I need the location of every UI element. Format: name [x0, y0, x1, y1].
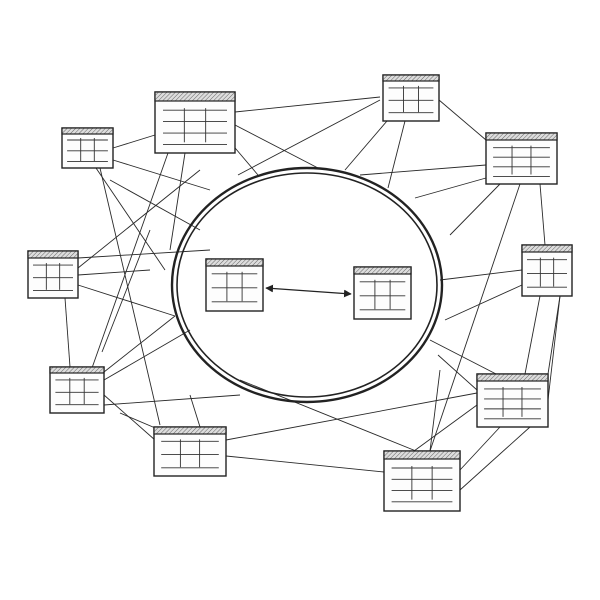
connection-line	[437, 354, 478, 391]
table-header	[49, 366, 105, 374]
connection-line	[413, 404, 478, 452]
connection-line	[225, 392, 478, 441]
table-t8[interactable]	[153, 426, 227, 477]
table-header	[382, 74, 440, 82]
connection-line	[77, 249, 211, 259]
connection-line	[359, 164, 487, 176]
connection-line	[547, 295, 561, 375]
connection-line	[169, 152, 186, 251]
boundary-ring	[170, 166, 444, 404]
table-t5[interactable]	[27, 250, 79, 299]
table-body	[383, 450, 461, 512]
connection-line	[344, 120, 388, 171]
connection-line	[234, 124, 319, 169]
connection-line	[112, 159, 211, 191]
connection-line	[414, 177, 487, 199]
table-t2[interactable]	[154, 91, 236, 154]
table-header	[154, 91, 236, 102]
table-body	[485, 132, 558, 185]
table-inner-b[interactable]	[353, 266, 412, 320]
connection-line	[429, 339, 499, 376]
connection-line	[103, 394, 241, 406]
table-header	[153, 426, 227, 435]
connection-line	[459, 426, 531, 491]
table-body	[382, 74, 440, 122]
connection-line	[91, 152, 169, 369]
table-header	[353, 266, 412, 275]
table-t10[interactable]	[383, 450, 461, 512]
table-header	[383, 450, 461, 460]
table-body	[476, 373, 549, 428]
connection-line	[539, 183, 546, 246]
table-header	[205, 258, 264, 267]
table-body	[521, 244, 573, 297]
connection-line	[189, 394, 201, 428]
table-body	[154, 91, 236, 154]
connection-line	[77, 169, 201, 269]
connection-line	[225, 455, 385, 473]
table-header	[485, 132, 558, 141]
table-header	[27, 250, 79, 259]
connection-line	[109, 179, 201, 231]
connection-line	[439, 269, 523, 281]
table-t6[interactable]	[521, 244, 573, 297]
connection-line	[64, 297, 71, 368]
connection-line	[112, 134, 156, 149]
connection-line	[449, 183, 501, 236]
table-t1[interactable]	[61, 127, 114, 169]
connection-line	[459, 426, 501, 471]
connection-line	[101, 229, 151, 353]
table-t3[interactable]	[382, 74, 440, 122]
connection-line	[237, 99, 381, 176]
table-header	[476, 373, 549, 382]
table-inner-a[interactable]	[205, 258, 264, 312]
table-t9[interactable]	[476, 373, 549, 428]
connection-line	[99, 167, 161, 426]
connection-line	[77, 269, 151, 276]
connection-line	[103, 315, 176, 373]
connection-line	[103, 329, 191, 381]
table-t4[interactable]	[485, 132, 558, 185]
table-body	[205, 258, 264, 312]
connection-line	[429, 183, 521, 452]
connection-line	[77, 284, 176, 317]
table-body	[353, 266, 412, 320]
table-t7[interactable]	[49, 366, 105, 414]
connection-line	[438, 99, 487, 141]
connection-line	[524, 295, 541, 375]
connection-line	[234, 96, 381, 113]
inner-relationship-arrow	[265, 284, 352, 298]
connection-line	[429, 369, 441, 452]
connection-line	[387, 120, 406, 189]
connection-line	[547, 295, 561, 401]
table-header	[61, 127, 114, 135]
table-header	[521, 244, 573, 253]
table-body	[49, 366, 105, 414]
connection-line	[444, 284, 523, 321]
